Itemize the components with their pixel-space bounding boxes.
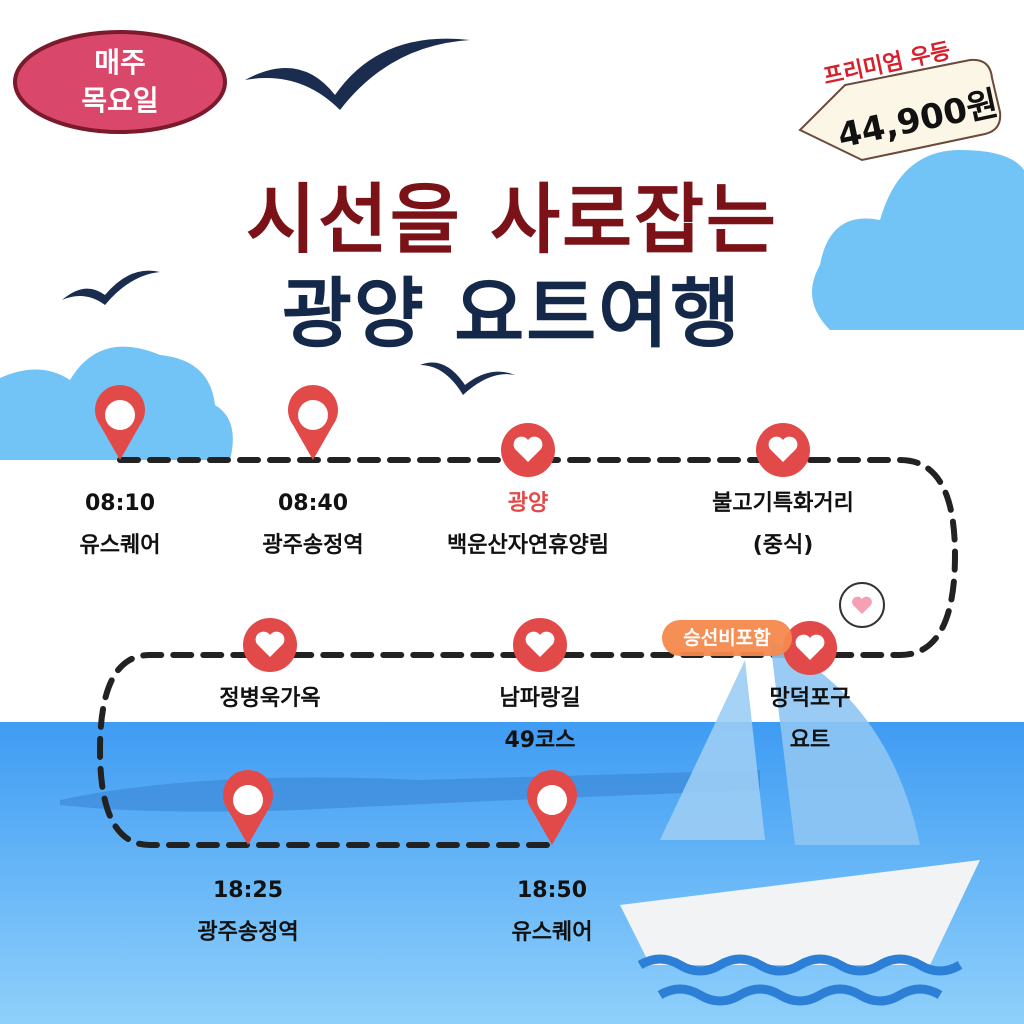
pin-icon <box>95 384 145 460</box>
title-line1: 시선을 사로잡는 <box>246 175 778 264</box>
stop-note: 49코스 <box>504 728 576 753</box>
stop-note: 요트 <box>789 728 831 753</box>
stop-name: 남파랑길 <box>499 686 581 711</box>
stop-label: 불고기특화거리 (중식) <box>673 483 893 567</box>
title-line2: 광양 요트여행 <box>282 269 742 358</box>
price-tag <box>798 58 1002 162</box>
badge-line1: 매주 <box>94 46 146 79</box>
speech-bubble-heart-icon <box>839 582 885 628</box>
stop-label: 08:10 유스퀘어 <box>10 483 230 567</box>
stop-label: 08:40 광주송정역 <box>203 483 423 567</box>
badge-shape <box>13 30 227 134</box>
stop-label: 18:50 유스퀘어 <box>442 870 662 954</box>
stop-name: 광주송정역 <box>262 533 364 558</box>
stop-label: 정병욱가옥 <box>160 678 380 720</box>
heart-icon <box>756 423 810 477</box>
stop-name: 유스퀘어 <box>511 920 593 945</box>
stop-time: 08:10 <box>84 491 156 516</box>
stop-name: 광주송정역 <box>197 920 299 945</box>
heart-icon <box>513 618 567 672</box>
stop-time: 08:40 <box>277 491 349 516</box>
route-line <box>96 457 959 848</box>
stop-label: 18:25 광주송정역 <box>138 870 358 954</box>
bird-icon <box>62 38 515 395</box>
stop-time: 18:25 <box>212 878 284 903</box>
heart-icon <box>501 423 555 477</box>
stop-region: 광양 <box>507 491 549 516</box>
pin-icon <box>527 769 577 845</box>
sailboat <box>620 640 980 1006</box>
stop-name: 백운산자연휴양림 <box>447 533 609 558</box>
schedule-badge: 매주 목요일 <box>22 40 218 124</box>
stop-time: 18:50 <box>516 878 588 903</box>
stop-name: 정병욱가옥 <box>219 686 321 711</box>
pin-icon <box>288 384 338 460</box>
stop-name: 불고기특화거리 <box>712 491 854 516</box>
pin-icon <box>223 769 274 845</box>
stop-label: 남파랑길 49코스 <box>430 678 650 762</box>
boarding-fee-tag: 승선비포함 <box>662 620 792 656</box>
badge-line2: 목요일 <box>81 84 159 117</box>
cloud-right <box>812 150 1024 330</box>
heart-icon <box>783 621 837 675</box>
stop-name: 유스퀘어 <box>79 533 161 558</box>
stop-note: (중식) <box>752 533 814 558</box>
heart-icon <box>243 618 297 672</box>
stop-name: 망덕포구 <box>769 686 851 711</box>
